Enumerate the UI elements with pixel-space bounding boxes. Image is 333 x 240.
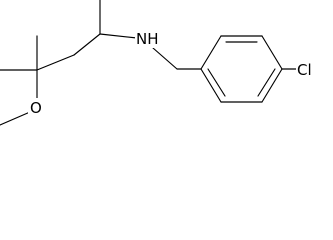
chlorine-label-background <box>296 61 320 78</box>
ring-inner-double-bond-left <box>207 68 226 97</box>
nh-label-background <box>135 30 161 48</box>
bond-nitrogen-to-benzyl-ch2 <box>152 47 178 70</box>
bond-ch2-to-ch <box>73 33 101 56</box>
bond-oxygen-to-methyl <box>0 111 31 126</box>
nitrogen-atom-label: NH <box>136 30 159 48</box>
ring-bond-6 <box>200 68 222 103</box>
ring-bond-3 <box>261 35 283 70</box>
molecule-structure-diagram: NH Cl O <box>0 0 320 126</box>
ring-bond-4 <box>261 68 283 103</box>
ring-inner-double-bond-right <box>257 68 276 97</box>
bond-quaternary-carbon-to-ch2 <box>36 54 75 71</box>
bond-ch-to-nitrogen <box>99 33 138 39</box>
ring-bond-1 <box>200 35 222 70</box>
oxygen-atom-label: O <box>30 99 42 117</box>
chlorine-atom-label: Cl <box>297 61 312 79</box>
oxygen-label-background <box>28 98 44 116</box>
